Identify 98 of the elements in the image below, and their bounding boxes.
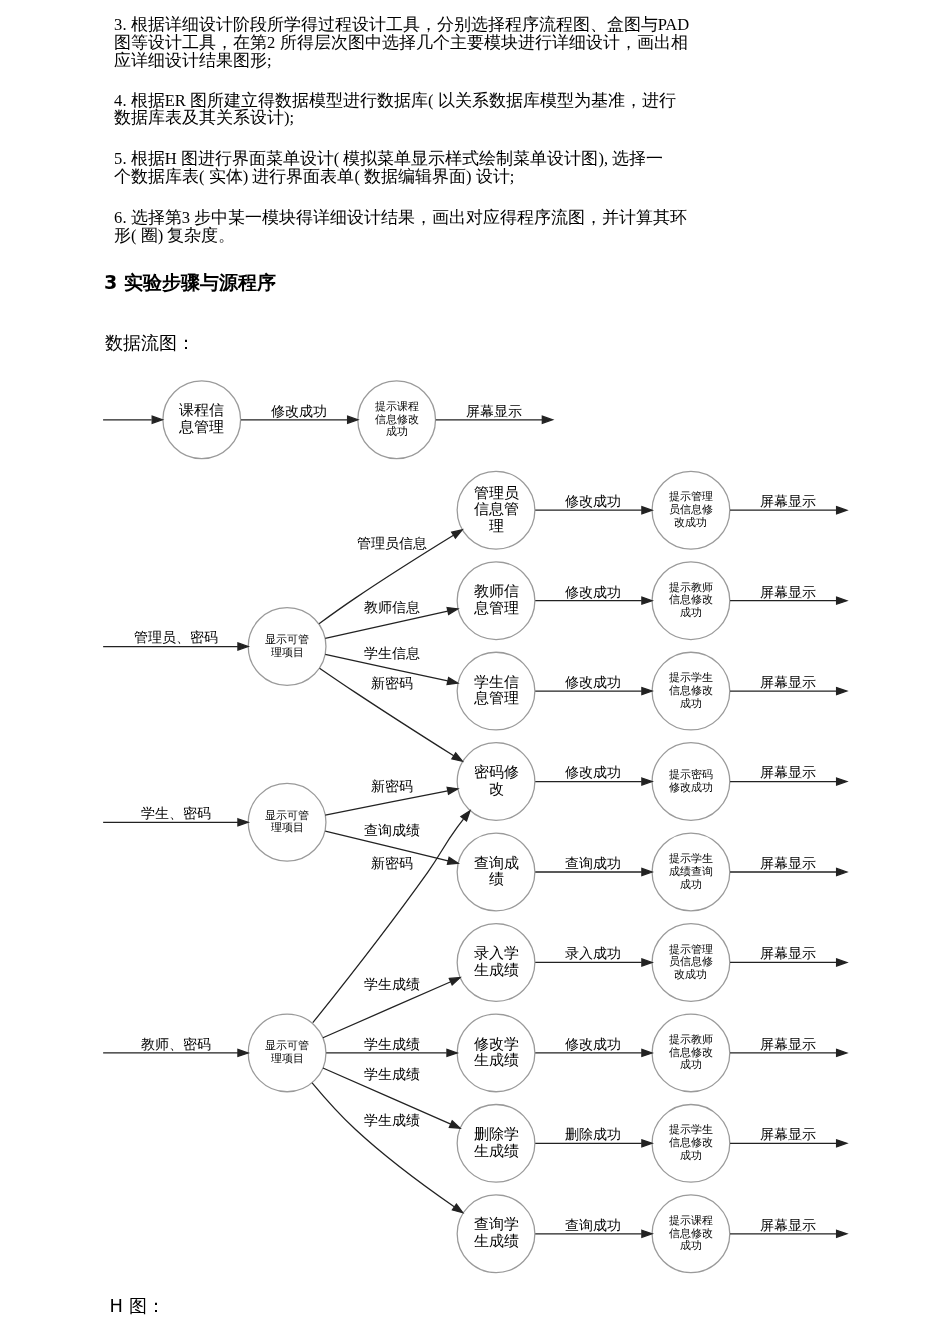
arrow xyxy=(534,505,654,515)
edge-label: 修改成功 xyxy=(565,1035,622,1052)
edge-label: 学生成绩 xyxy=(363,975,420,992)
label: 3. 根据详细设计阶段所学得过程设计工具，分别选择程序流程图、盒图与PAD图等设计工具，在第2 所得层次图中选择几个主要模块进行详细设计，画出相应详细设计结果图形; xyxy=(114,15,690,71)
node-circle: 提示教师信息修改成功 xyxy=(651,1013,731,1093)
edge-label: 学生成绩 xyxy=(363,1066,420,1083)
edge-label: 学生信息 xyxy=(363,644,420,661)
arrow xyxy=(322,976,462,1039)
edge-label: 学生成绩 xyxy=(363,1112,420,1129)
label: 数据流图： xyxy=(104,332,195,354)
arrow xyxy=(240,415,360,425)
arrow xyxy=(435,415,555,425)
edge-label: 删除成功 xyxy=(565,1126,622,1143)
arrow xyxy=(318,528,464,625)
edge-label: 新密码 xyxy=(370,675,413,692)
node-circle: 修改学生成绩 xyxy=(456,1013,536,1093)
node-circle: 学生信息管理 xyxy=(456,651,536,731)
arrow xyxy=(534,686,654,696)
arrow xyxy=(325,1048,460,1058)
label: 5. 根据H 图进行界面菜单设计( 模拟菜单显示样式绘制菜单设计图), 选择一个数据库表( 实体) 进行界面表单( 数据编辑界面) 设计; xyxy=(114,149,664,187)
label: H 图： xyxy=(109,1295,165,1317)
arrow xyxy=(311,1082,465,1214)
arrow xyxy=(729,686,849,696)
edge-label: 修改成功 xyxy=(565,583,622,600)
arrow xyxy=(729,1138,849,1148)
edge-label: 新密码 xyxy=(370,778,413,795)
arrow xyxy=(729,1229,849,1239)
node-circle: 提示课程信息修改成功 xyxy=(651,1194,731,1274)
edge-label: 管理员、密码 xyxy=(133,629,218,646)
arrow xyxy=(729,596,849,606)
node-circle: 课程信息管理 xyxy=(162,380,242,460)
node-circle: 查询成绩 xyxy=(456,832,536,912)
arrow xyxy=(729,505,849,515)
node-circle: 提示教师信息修改成功 xyxy=(651,561,731,641)
node-circle: 显示可管理项目 xyxy=(247,1013,327,1093)
edge-label: 屏幕显示 xyxy=(760,1035,817,1052)
edge-label: 查询成功 xyxy=(565,854,622,871)
node-circle: 显示可管理项目 xyxy=(247,782,327,862)
node-circle: 提示学生信息修改成功 xyxy=(651,1103,731,1183)
edge-label: 屏幕显示 xyxy=(466,402,523,419)
label: 4. 根据ER 图所建立得数据模型进行数据库( 以关系数据库模型为基准，进行数据库表及其关系设计); xyxy=(114,90,676,128)
node-circle: 提示学生信息修改成功 xyxy=(651,651,731,731)
arrow xyxy=(729,867,849,877)
arrow xyxy=(322,1067,462,1129)
edge-label: 新密码 xyxy=(370,854,413,871)
arrow xyxy=(729,1048,849,1058)
arrow xyxy=(534,1229,654,1239)
edge-label: 屏幕显示 xyxy=(760,945,817,962)
node-circle: 提示学生成绩查询成功 xyxy=(651,832,731,912)
arrow xyxy=(534,777,654,786)
edge-label: 屏幕显示 xyxy=(760,764,817,781)
node-circle: 查询学生成绩 xyxy=(456,1194,536,1274)
edge-label: 修改成功 xyxy=(271,402,328,419)
arrow xyxy=(102,642,251,651)
node-circle: 提示密码修改成功 xyxy=(651,742,731,822)
node-circle: 教师信息管理 xyxy=(456,561,536,641)
arrow xyxy=(534,867,654,877)
arrow xyxy=(729,958,849,967)
arrow xyxy=(324,830,461,865)
arrow xyxy=(102,415,165,425)
node-circle: 删除学生成绩 xyxy=(456,1103,536,1183)
arrow xyxy=(534,1048,654,1058)
edge-label: 录入成功 xyxy=(565,945,622,962)
edge-label: 修改成功 xyxy=(565,493,622,510)
arrow xyxy=(324,653,460,686)
node-circle: 管理员信息管理 xyxy=(456,470,536,550)
edge-label: 教师、密码 xyxy=(140,1035,211,1052)
arrow xyxy=(102,817,251,827)
arrow xyxy=(318,667,465,763)
edge-label: 管理员信息 xyxy=(356,535,427,552)
node-circle: 显示可管理项目 xyxy=(247,607,327,686)
arrow xyxy=(312,809,472,1024)
arrow xyxy=(324,606,460,639)
edge-label: 屏幕显示 xyxy=(760,583,817,600)
edge-label: 修改成功 xyxy=(565,674,622,691)
label: 6. 选择第3 步中某一模块得详细设计结果，画出对应得程序流图，并计算其环形( 圈) 复杂度。 xyxy=(114,207,688,245)
edge-label: 屏幕显示 xyxy=(760,674,817,691)
arrow xyxy=(534,958,654,967)
arrow xyxy=(534,1138,654,1148)
arrow xyxy=(534,596,654,606)
node-circle: 提示管理员信息修改成功 xyxy=(651,470,731,550)
edge-label: 查询成功 xyxy=(565,1216,622,1233)
edge-label: 教师信息 xyxy=(363,598,420,615)
arrow xyxy=(729,777,849,786)
edge-label: 学生、密码 xyxy=(140,805,211,822)
edge-label: 查询成绩 xyxy=(363,821,420,838)
edge-label: 屏幕显示 xyxy=(760,493,817,510)
arrow xyxy=(324,786,460,816)
edge-label: 屏幕显示 xyxy=(760,854,817,871)
node-circle: 录入学生成绩 xyxy=(456,922,536,1002)
edge-label: 屏幕显示 xyxy=(760,1126,817,1143)
node-circle: 提示管理员信息修改成功 xyxy=(651,922,731,1002)
edge-label: 学生成绩 xyxy=(363,1035,420,1052)
node-circle: 提示课程信息修改成功 xyxy=(357,380,437,460)
arrow xyxy=(102,1048,251,1058)
edge-label: 修改成功 xyxy=(565,764,622,781)
label: 3 实验步骤与源程序 xyxy=(103,271,276,295)
edge-label: 屏幕显示 xyxy=(760,1216,817,1233)
